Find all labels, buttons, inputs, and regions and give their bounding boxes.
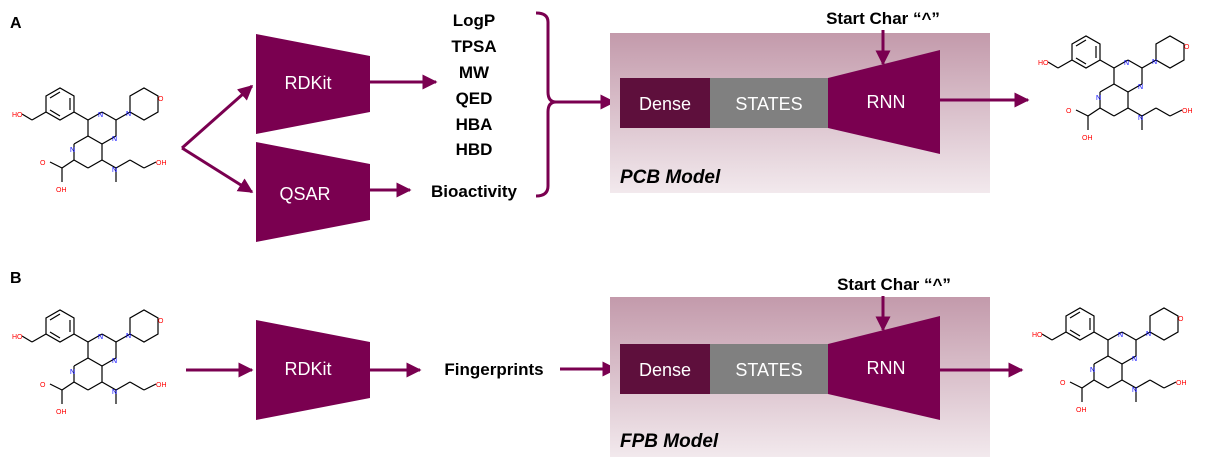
output-molecule-b <box>1031 307 1188 415</box>
rnn-label-b: RNN <box>867 358 906 378</box>
dense-block-a <box>620 78 710 128</box>
property-qed: QED <box>456 89 493 108</box>
brace <box>535 11 557 198</box>
rdkit-block-a <box>256 34 370 134</box>
output-molecule-a <box>1037 35 1194 143</box>
rdkit-label-b: RDKit <box>284 359 331 379</box>
panel-a-label: A <box>10 15 22 32</box>
rnn-block-b <box>828 316 940 420</box>
dense-label-a: Dense <box>639 94 691 114</box>
fingerprints-label: Fingerprints <box>444 360 543 379</box>
dense-block-b <box>620 344 710 394</box>
property-logp: LogP <box>453 11 496 30</box>
rdkit-block-b <box>256 320 370 420</box>
pcb-model-label: PCB Model <box>620 167 721 188</box>
rnn-block-a <box>828 50 940 154</box>
states-block-a <box>710 78 828 128</box>
states-label-b: STATES <box>735 360 802 380</box>
states-label-a: STATES <box>735 94 802 114</box>
input-molecule-b <box>11 309 168 417</box>
rnn-label-a: RNN <box>867 92 906 112</box>
dense-label-b: Dense <box>639 360 691 380</box>
qsar-block <box>256 142 370 242</box>
start-char-label-a: Start Char “^” <box>826 9 940 28</box>
property-tpsa: TPSA <box>451 37 496 56</box>
property-mw: MW <box>459 63 490 82</box>
rdkit-label-a: RDKit <box>284 73 331 93</box>
start-char-label-b: Start Char “^” <box>837 275 951 294</box>
fpb-model-label: FPB Model <box>620 431 719 452</box>
bioactivity-label: Bioactivity <box>431 182 518 201</box>
input-molecule-a <box>11 87 168 195</box>
states-block-b <box>710 344 828 394</box>
panel-b-label: B <box>10 270 22 287</box>
fork-arrows-a <box>181 84 254 194</box>
property-hbd: HBD <box>456 140 493 159</box>
qsar-label: QSAR <box>279 184 330 204</box>
property-hba: HBA <box>456 115 493 134</box>
